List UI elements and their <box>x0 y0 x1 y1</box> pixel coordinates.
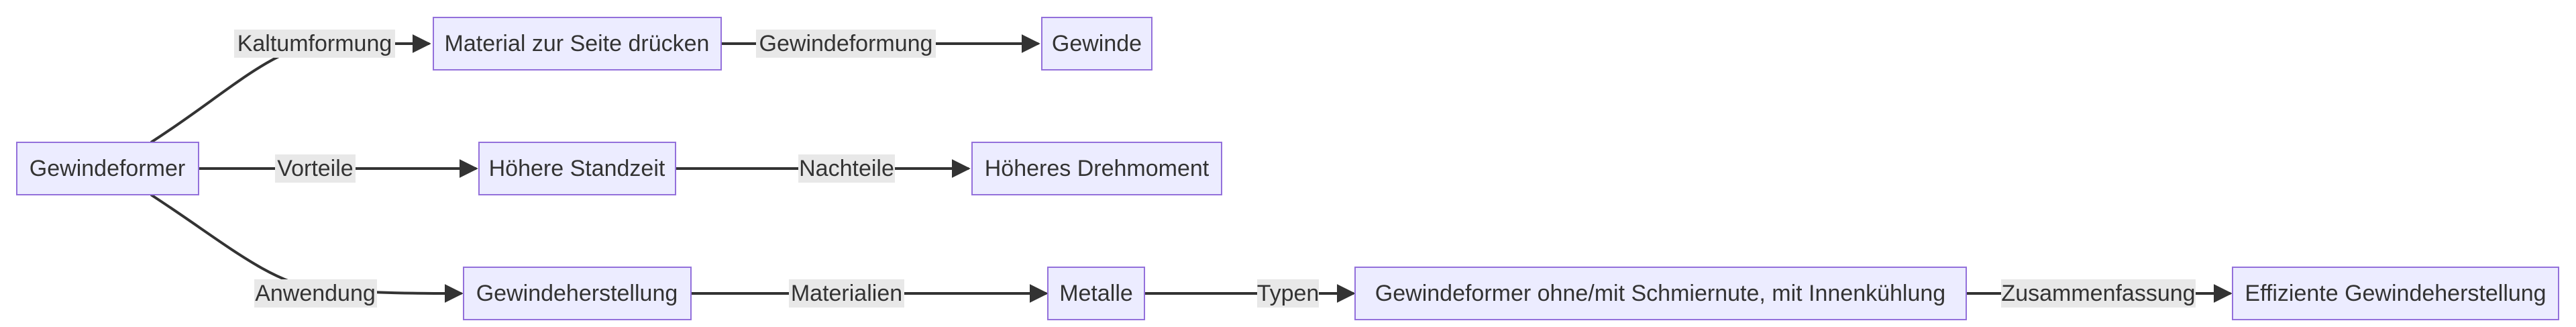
node-gewindeherstellung-label: Gewindeherstellung <box>476 281 678 306</box>
edge-label-materialien-text: Materialien <box>791 281 902 306</box>
edge-label-typen-text: Typen <box>1257 281 1320 306</box>
node-gewindeformer-typen: Gewindeformer ohne/mit Schmiernute, mit … <box>1354 267 1967 320</box>
node-gewindeformer: Gewindeformer <box>16 142 199 195</box>
node-hoehere-standzeit: Höhere Standzeit <box>478 142 676 195</box>
edge-label-nachteile: Nachteile <box>798 154 895 183</box>
node-effiziente-gewindeherstellung: Effiziente Gewindeherstellung <box>2232 267 2559 320</box>
node-metalle-label: Metalle <box>1059 281 1133 306</box>
node-hoeheres-drehmoment-label: Höheres Drehmoment <box>985 156 1210 181</box>
edge-label-vorteile: Vorteile <box>275 154 356 183</box>
node-gewinde-label: Gewinde <box>1052 31 1142 56</box>
node-gewinde: Gewinde <box>1041 17 1152 71</box>
node-gewindeformer-label: Gewindeformer <box>30 156 185 181</box>
node-material-zur-seite-label: Material zur Seite drücken <box>445 31 710 56</box>
edge-label-gewindeformung-text: Gewindeformung <box>759 31 933 56</box>
edge-label-materialien: Materialien <box>789 279 904 308</box>
node-effiziente-gewindeherstellung-label: Effiziente Gewindeherstellung <box>2245 281 2546 306</box>
node-hoeheres-drehmoment: Höheres Drehmoment <box>971 142 1222 195</box>
edge-label-anwendung: Anwendung <box>254 279 377 308</box>
node-gewindeherstellung: Gewindeherstellung <box>463 267 692 320</box>
edge-label-nachteile-text: Nachteile <box>799 156 894 181</box>
edge-label-kaltumformung: Kaltumformung <box>234 30 395 58</box>
node-metalle: Metalle <box>1047 267 1145 320</box>
node-hoehere-standzeit-label: Höhere Standzeit <box>489 156 665 181</box>
edge-label-vorteile-text: Vorteile <box>277 156 353 181</box>
edge-label-zusammenfassung: Zusammenfassung <box>2001 279 2196 308</box>
edge-label-gewindeformung: Gewindeformung <box>756 30 936 58</box>
edge-gewindeformer-to-material <box>150 34 431 144</box>
node-material-zur-seite: Material zur Seite drücken <box>433 17 722 71</box>
node-gewindeformer-typen-label: Gewindeformer ohne/mit Schmiernute, mit … <box>1375 281 1945 306</box>
edge-gewindeformer-to-herstellung <box>150 193 464 303</box>
edge-label-kaltumformung-text: Kaltumformung <box>237 31 392 56</box>
edge-label-anwendung-text: Anwendung <box>255 281 376 306</box>
edge-label-zusammenfassung-text: Zusammenfassung <box>2001 281 2195 306</box>
edge-label-typen: Typen <box>1257 279 1320 308</box>
